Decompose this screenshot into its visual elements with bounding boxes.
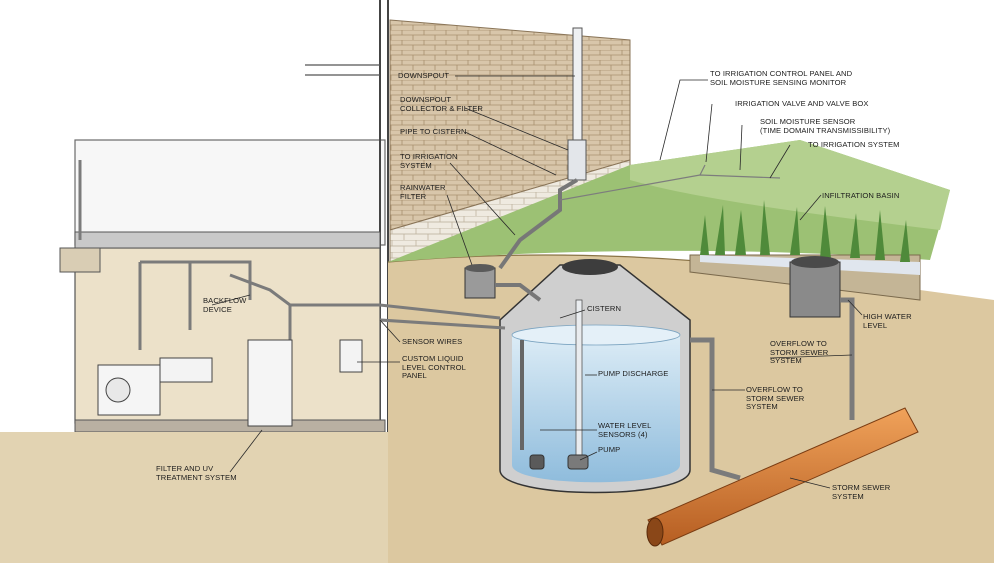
label-soil-moisture-sensor: SOIL MOISTURE SENSOR (TIME DOMAIN TRANSM… (760, 118, 890, 135)
label-infiltration-basin: INFILTRATION BASIN (822, 192, 899, 201)
label-rainwater-filter: RAINWATER FILTER (400, 184, 446, 201)
label-pipe-to-cistern: PIPE TO CISTERN (400, 128, 467, 137)
label-backflow-device: BACKFLOW DEVICE (203, 297, 246, 314)
label-overflow-storm-upper: OVERFLOW TO STORM SEWER SYSTEM (770, 340, 828, 366)
label-sensor-wires: SENSOR WIRES (402, 338, 462, 347)
label-overflow-storm-lower: OVERFLOW TO STORM SEWER SYSTEM (746, 386, 804, 412)
label-water-level-sensors: WATER LEVEL SENSORS (4) (598, 422, 651, 439)
label-to-irrigation-system-right: TO IRRIGATION SYSTEM (808, 141, 900, 150)
label-custom-liquid-level-panel: CUSTOM LIQUID LEVEL CONTROL PANEL (402, 355, 466, 381)
label-pump: PUMP (598, 446, 620, 455)
label-to-irrigation-control-panel: TO IRRIGATION CONTROL PANEL AND SOIL MOI… (710, 70, 852, 87)
label-filter-uv-treatment: FILTER AND UV TREATMENT SYSTEM (156, 465, 237, 482)
label-downspout: DOWNSPOUT (398, 72, 449, 81)
label-storm-sewer-system: STORM SEWER SYSTEM (832, 484, 890, 501)
label-irrigation-valve: IRRIGATION VALVE AND VALVE BOX (735, 100, 869, 109)
label-high-water-level: HIGH WATER LEVEL (863, 313, 912, 330)
label-cistern: CISTERN (587, 305, 621, 314)
label-to-irrigation-system-left: TO IRRIGATION SYSTEM (400, 153, 458, 170)
label-downspout-collector: DOWNSPOUT COLLECTOR & FILTER (400, 96, 483, 113)
label-pump-discharge: PUMP DISCHARGE (598, 370, 668, 379)
